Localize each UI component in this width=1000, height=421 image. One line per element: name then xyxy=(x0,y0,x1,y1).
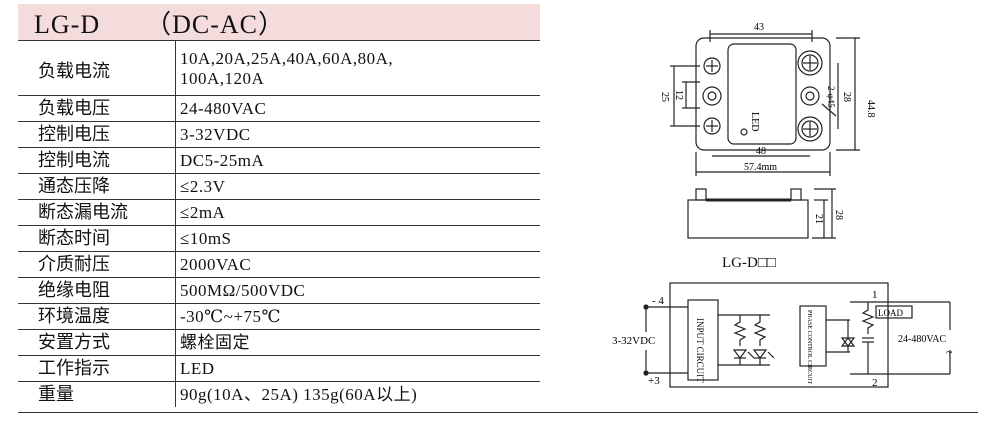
spec-value: DC5-25mA xyxy=(180,151,265,170)
table-row: 安置方式 螺栓固定 xyxy=(18,329,540,355)
table-row: 负载电流 10A,20A,25A,40A,60A,80A, 100A,120A xyxy=(18,40,540,95)
model-type: （DC-AC） xyxy=(145,10,285,39)
header-band xyxy=(18,4,540,40)
spec-label: 控制电流 xyxy=(38,150,110,171)
table-row: 工作指示 LED xyxy=(18,355,540,381)
spec-label: 断态漏电流 xyxy=(38,202,128,223)
table-row: 绝缘电阻 500MΩ/500VDC xyxy=(18,277,540,303)
spec-value: 500MΩ/500VDC xyxy=(180,281,306,300)
spec-label: 重量 xyxy=(38,384,74,405)
page-title: LG-D （DC-AC） xyxy=(34,4,285,41)
spec-label: 通态压降 xyxy=(38,176,110,197)
led-label: LED xyxy=(749,112,760,131)
load-voltage: 24-480VAC xyxy=(898,334,946,345)
side-view-drawing: 21 28 xyxy=(687,188,844,239)
dim-side-inner: 21 xyxy=(813,214,824,224)
spec-value: 24-480VAC xyxy=(180,99,267,118)
bottom-rule xyxy=(18,412,978,413)
control-voltage: 3-32VDC xyxy=(612,335,655,347)
table-row: 通态压降 ≤2.3V xyxy=(18,173,540,199)
dim-height-inner: 28 xyxy=(841,92,852,102)
spec-label: 环境温度 xyxy=(38,306,110,327)
dim-left-outer: 25 xyxy=(659,92,670,102)
dim-left-inner: 12 xyxy=(673,90,684,100)
spec-value: 10A,20A,25A,40A,60A,80A, 100A,120A xyxy=(180,49,394,88)
spec-value: 90g(10A、25A) 135g(60A以上) xyxy=(180,385,418,404)
neg-terminal: - 4 xyxy=(652,295,664,307)
table-row: 介质耐压 2000VAC xyxy=(18,251,540,277)
pos-terminal: +3 xyxy=(648,375,660,387)
spec-table: 负载电流 10A,20A,25A,40A,60A,80A, 100A,120A … xyxy=(18,40,540,407)
table-row: 负载电压 24-480VAC xyxy=(18,95,540,121)
dim-width: 43 xyxy=(754,22,764,33)
load-terminal-1: 1 xyxy=(872,289,878,301)
ac-symbol: ~ xyxy=(946,345,953,359)
spec-value: ≤10mS xyxy=(180,229,232,248)
top-view-drawing: 43 44.8 28 2-φ45 25 12 48 57.4mm LED xyxy=(659,22,876,176)
table-row: 环境温度 -30℃~+75℃ xyxy=(18,303,540,329)
dim-bottom-inner: 48 xyxy=(756,146,766,157)
spec-value: -30℃~+75℃ xyxy=(180,307,281,326)
table-row: 断态时间 ≤10mS xyxy=(18,225,540,251)
spec-value: ≤2mA xyxy=(180,203,226,222)
spec-value: LED xyxy=(180,359,215,378)
dim-side-outer: 28 xyxy=(833,210,844,220)
phase-block-label: PHASE CONTROL CIRCUIT xyxy=(806,310,812,384)
spec-label: 绝缘电阻 xyxy=(38,280,110,301)
table-row: 控制电流 DC5-25mA xyxy=(18,147,540,173)
spec-value: 2000VAC xyxy=(180,255,252,274)
load-label: LOAD xyxy=(878,308,903,318)
spec-label: 控制电压 xyxy=(38,124,110,145)
spec-label: 负载电流 xyxy=(38,61,110,82)
table-row: 重量 90g(10A、25A) 135g(60A以上) xyxy=(18,381,540,407)
spec-label: 安置方式 xyxy=(38,332,110,353)
dim-hole: 2-φ45 xyxy=(826,86,836,108)
table-row: 断态漏电流 ≤2mA xyxy=(18,199,540,225)
circuit-diagram: - 4 +3 3-32VDC INPUT CIRCUIT PHASE CONTR… xyxy=(612,282,953,389)
spec-label: 负载电压 xyxy=(38,98,110,119)
spec-value: ≤2.3V xyxy=(180,177,226,196)
input-block-label: INPUT CIRCUIT xyxy=(695,318,705,383)
model-name: LG-D xyxy=(34,10,101,39)
table-row: 控制电压 3-32VDC xyxy=(18,121,540,147)
load-terminal-2: 2 xyxy=(872,377,878,389)
spec-value: 螺栓固定 xyxy=(180,333,250,352)
diagram-caption: LG-D□□ xyxy=(722,255,776,271)
spec-label: 工作指示 xyxy=(38,358,110,379)
dim-height-total: 44.8 xyxy=(865,100,876,118)
spec-label: 断态时间 xyxy=(38,228,110,249)
dim-bottom-outer: 57.4mm xyxy=(744,162,777,173)
spec-label: 介质耐压 xyxy=(38,254,110,275)
spec-value: 3-32VDC xyxy=(180,125,251,144)
